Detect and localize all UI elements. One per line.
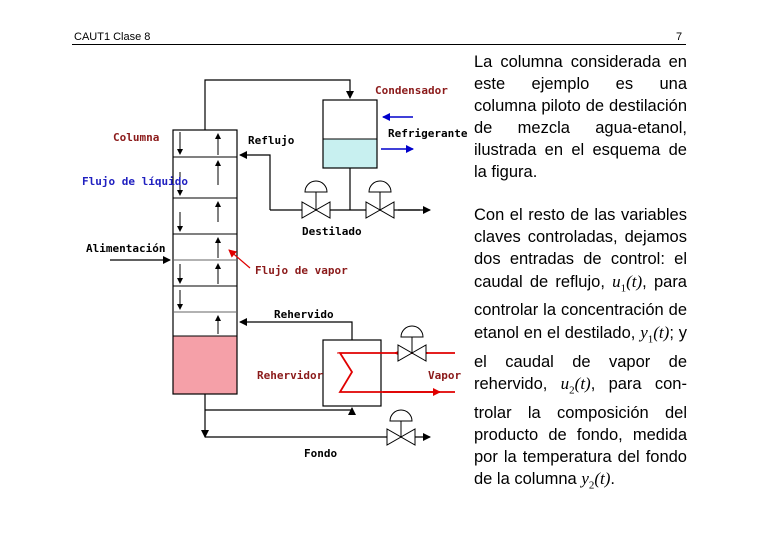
bottom-liquid	[173, 336, 237, 394]
distillation-diagram: Condensador Columna Reflujo Refrigerante…	[82, 79, 468, 460]
reboiler	[322, 339, 455, 407]
label-columna: Columna	[113, 131, 159, 144]
label-condensador: Condensador	[375, 84, 448, 97]
paragraph-2: Con el resto de las varia­bles claves co…	[474, 206, 688, 492]
reflux-valve	[301, 180, 331, 219]
var-u1: u1(t)	[612, 272, 643, 295]
label-flujo-liquido: Flujo de líquido	[82, 175, 188, 188]
bottoms-valve	[386, 409, 416, 446]
page-number: 7	[676, 31, 683, 43]
label-refrigerante: Refrigerante	[388, 127, 468, 140]
distillate-valve	[365, 180, 395, 219]
var-u2: u2(t)	[560, 374, 591, 397]
label-vapor: Vapor	[428, 369, 461, 382]
header-rule	[72, 44, 686, 45]
label-rehervidor: Rehervidor	[257, 369, 324, 382]
label-alimentacion: Alimentación	[86, 242, 165, 255]
label-reflujo: Reflujo	[248, 134, 295, 147]
label-destilado: Destilado	[302, 225, 362, 238]
var-y2: y2(t)	[581, 469, 611, 492]
body-text: La columna considerada en este ejemplo e…	[474, 52, 687, 498]
paragraph-1: La columna considerada en este ejemplo e…	[474, 53, 687, 181]
label-rehervido: Rehervido	[274, 308, 334, 321]
var-y1: y1(t)	[640, 323, 670, 346]
header-course: CAUT1 Clase 8	[74, 31, 151, 43]
condenser	[322, 99, 414, 169]
steam-valve	[397, 325, 427, 362]
label-fondo: Fondo	[304, 447, 337, 460]
label-flujo-vapor: Flujo de vapor	[255, 264, 348, 277]
column	[172, 129, 238, 395]
